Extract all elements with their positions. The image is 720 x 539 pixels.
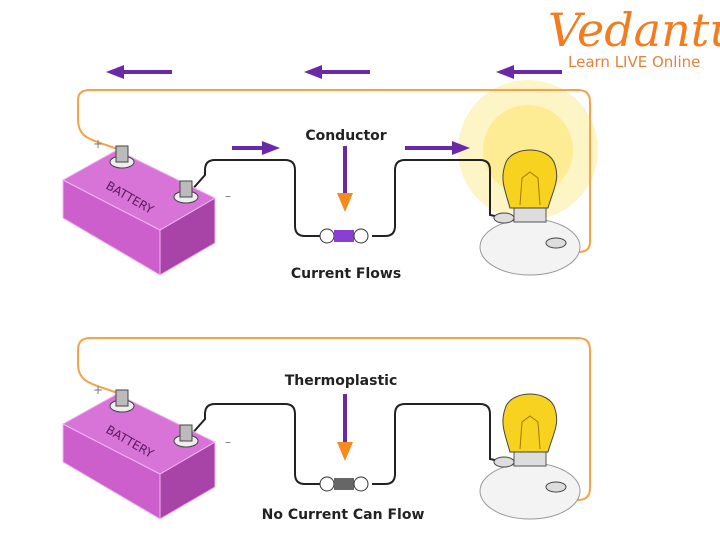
material-label: Thermoplastic <box>285 373 398 389</box>
connector-left <box>319 228 335 244</box>
connector-left <box>319 476 335 492</box>
flow-arrows <box>106 65 562 155</box>
thermoplastic-sample <box>334 478 354 490</box>
status-label: No Current Can Flow <box>262 507 425 523</box>
circuit-conductor: BATTERY + – Conductor Current Flows <box>62 65 598 282</box>
negative-wire <box>189 403 505 485</box>
bulb-unlit <box>502 393 558 453</box>
connector-right <box>353 476 369 492</box>
minus-sign: – <box>225 435 231 449</box>
status-label: Current Flows <box>291 266 401 282</box>
bulb-lit <box>502 149 558 209</box>
negative-wire <box>189 159 505 237</box>
plus-sign: + <box>93 137 103 151</box>
vedantu-logo: Vedantu <box>548 3 720 57</box>
positive-wire <box>77 89 591 254</box>
minus-sign: – <box>225 189 231 203</box>
conductor-sample <box>334 230 354 242</box>
connector-right <box>353 228 369 244</box>
plus-sign: + <box>93 383 103 397</box>
down-arrow-icon <box>337 193 353 212</box>
down-arrow-icon <box>337 442 353 461</box>
material-label: Conductor <box>305 128 386 144</box>
logo-tagline: Learn LIVE Online <box>568 53 700 71</box>
positive-wire <box>77 337 591 502</box>
circuit-thermoplastic: BATTERY + – Thermoplastic No Current Can… <box>62 337 591 523</box>
